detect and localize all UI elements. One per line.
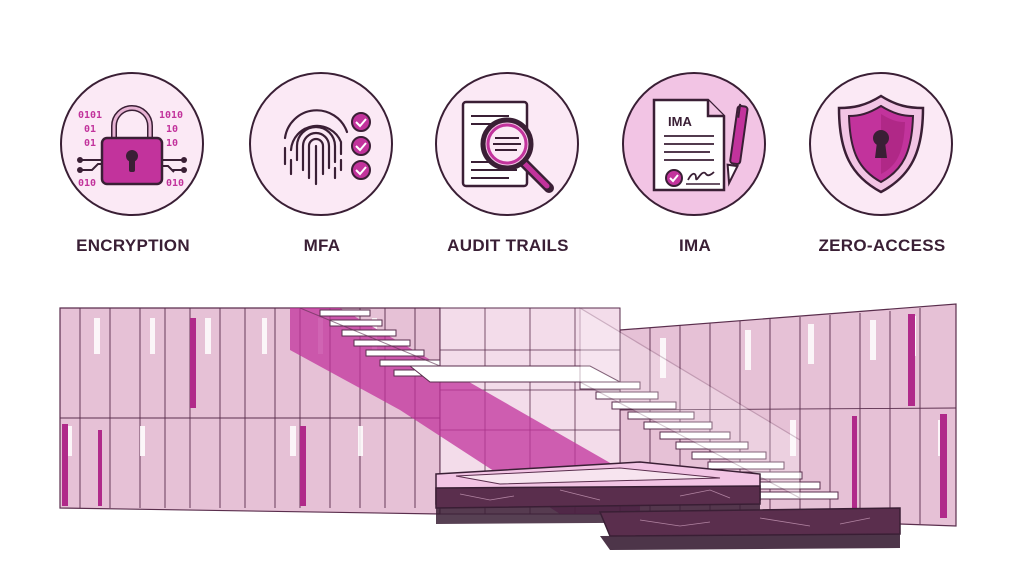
binary-text: 10 [166, 138, 178, 149]
ima-circle: IMA [622, 72, 766, 216]
feature-label: IMA [678, 236, 712, 255]
lower-stair-flight [579, 381, 839, 500]
shield-keyhole-icon [837, 94, 925, 194]
lower-marble-step [598, 507, 901, 537]
binary-text: 01 [84, 124, 96, 135]
binary-text: 010 [166, 178, 184, 189]
fingerprint-checklist-icon [283, 109, 371, 186]
feature-label: ENCRYPTION [76, 236, 190, 255]
feature-zero-access: ZERO-ACCESS [797, 72, 967, 272]
zero-access-circle [809, 72, 953, 216]
mfa-circle [249, 72, 393, 216]
staircase-illustration [0, 290, 1016, 570]
right-wall-panels [619, 308, 957, 524]
audit-circle [435, 72, 579, 216]
encryption-circle: 0101 01 01 1010 10 10 010 010 [60, 72, 204, 216]
binary-text: 01 [84, 138, 96, 149]
signed-contract-pen-icon: IMA [652, 98, 749, 192]
padlock-circuit-icon: 0101 01 01 1010 10 10 010 010 [77, 105, 187, 189]
binary-text: 10 [166, 124, 178, 135]
document-magnifier-icon [461, 100, 554, 193]
feature-ima: IMA IMA [610, 72, 780, 272]
binary-text: 1010 [159, 110, 183, 121]
feature-audit-trails: AUDIT TRAILS [423, 72, 593, 272]
feature-mfa: MFA [237, 72, 407, 272]
security-features-row: 0101 01 01 1010 10 10 010 010 [0, 0, 1016, 270]
feature-label: ZERO-ACCESS [818, 236, 946, 255]
glass-railing [579, 306, 801, 499]
feature-encryption: 0101 01 01 1010 10 10 010 010 [48, 72, 218, 272]
feature-label: MFA [303, 236, 341, 255]
plinth-inset [455, 467, 721, 485]
binary-text: 010 [78, 178, 96, 189]
marble-veins [459, 489, 871, 527]
light-beam [290, 308, 640, 514]
binary-text: 0101 [78, 110, 102, 121]
staircase-scene-svg [59, 303, 957, 550]
document-heading: IMA [668, 114, 692, 129]
feature-label: AUDIT TRAILS [447, 236, 569, 255]
